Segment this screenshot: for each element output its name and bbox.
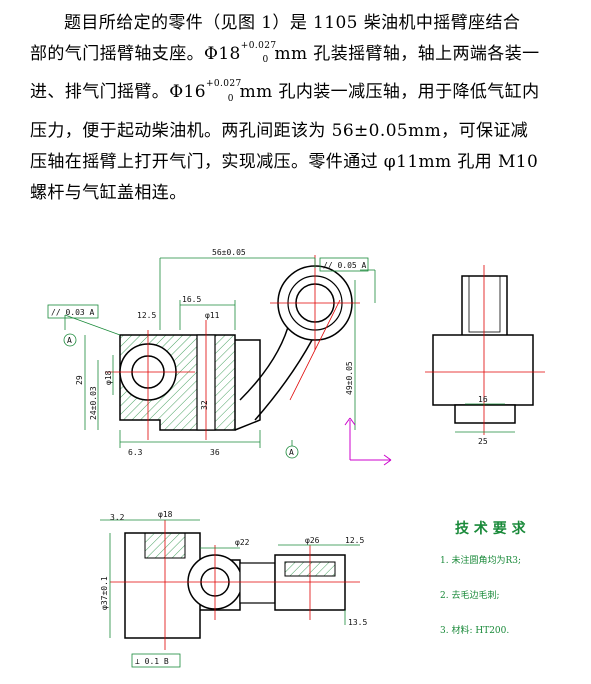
dim-24: 24±0.03 — [89, 386, 98, 420]
dim-13-5: 13.5 — [348, 618, 367, 627]
dim-56: 56±0.05 — [212, 248, 246, 257]
svg-text:// 0.03 A: // 0.03 A — [51, 308, 95, 317]
datum-a-markers: A A — [63, 333, 299, 459]
para-line-3: 进、排气门摇臂。Φ16+0.0270 mm 孔内装一减压轴，用于降低气缸内 — [30, 79, 540, 104]
dim-3-2: 3.2 — [110, 513, 125, 522]
tech-item-2: 2. 去毛边毛刺; — [440, 589, 499, 601]
tech-title: 技 术 要 求 — [455, 520, 527, 537]
dim-12-5: 12.5 — [137, 311, 156, 320]
bottom-view — [110, 520, 360, 650]
svg-text:// 0.05 A: // 0.05 A — [323, 261, 367, 270]
para-line-4: 压力，便于起动柴油机。两孔间距该为 56±0.05mm，可保证减 — [30, 120, 529, 141]
intro-paragraph: 题目所给定的零件（见图 1）是 1105 柴油机中摇臂座结合 部的气门摇臂轴支座… — [30, 8, 570, 209]
axis-marker — [344, 417, 392, 466]
dim-phi18-b: φ18 — [158, 510, 173, 519]
dim-phi22: φ22 — [235, 538, 250, 547]
dim-12-5b: 12.5 — [345, 536, 364, 545]
tol-frame-left: // 0.03 A — [47, 304, 99, 319]
dim-25: 25 — [478, 437, 488, 446]
tech-requirements: 技 术 要 求 1. 未注圆角均为R3; 2. 去毛边毛刺; 3. 材料: HT… — [440, 520, 527, 636]
dim-6-3: 6.3 — [128, 448, 143, 457]
front-dim-labels: 56±0.05 16.5 12.5 φ11 29 24±0.03 φ18 49±… — [75, 248, 354, 457]
para-line-6: 螺杆与气缸盖相连。 — [30, 182, 187, 203]
bottom-dimensions — [100, 519, 360, 638]
bottom-dim-labels: 3.2 φ18 φ22 φ26 12.5 13.5 φ37±0.1 — [100, 510, 367, 627]
dim-phi37: φ37±0.1 — [100, 576, 109, 610]
para-line-1: 题目所给定的零件（见图 1）是 1105 柴油机中摇臂座结合 — [64, 13, 521, 33]
tol-frame-bottom: ⊥ 0.1 B — [131, 653, 181, 668]
dim-29: 29 — [75, 375, 84, 385]
svg-text:A: A — [289, 448, 294, 457]
tol-frame-top: // 0.05 A — [319, 257, 369, 272]
svg-text:A: A — [67, 336, 72, 345]
para-line-5: 压轴在摇臂上打开气门，实现减压。零件通过 φ11mm 孔用 M10 — [30, 151, 539, 172]
dim-16-5: 16.5 — [182, 295, 201, 304]
dim-phi11: φ11 — [205, 311, 220, 320]
dim-phi18: φ18 — [104, 370, 113, 385]
para-line-2: 部的气门摇臂轴支座。Φ18+0.0270 mm 孔装摇臂轴，轴上两端各装一 — [30, 41, 540, 66]
tech-item-1: 1. 未注圆角均为R3; — [440, 554, 521, 566]
dim-32: 32 — [200, 400, 209, 410]
dim-36: 36 — [210, 448, 220, 457]
dim-49: 49±0.05 — [345, 361, 354, 395]
tech-item-3: 3. 材料: HT200. — [440, 624, 509, 636]
side-view: 16 25 — [425, 265, 545, 446]
dim-phi26: φ26 — [305, 536, 320, 545]
svg-text:⊥ 0.1 B: ⊥ 0.1 B — [135, 657, 169, 666]
dim-16: 16 — [478, 395, 488, 404]
front-view — [105, 255, 360, 440]
